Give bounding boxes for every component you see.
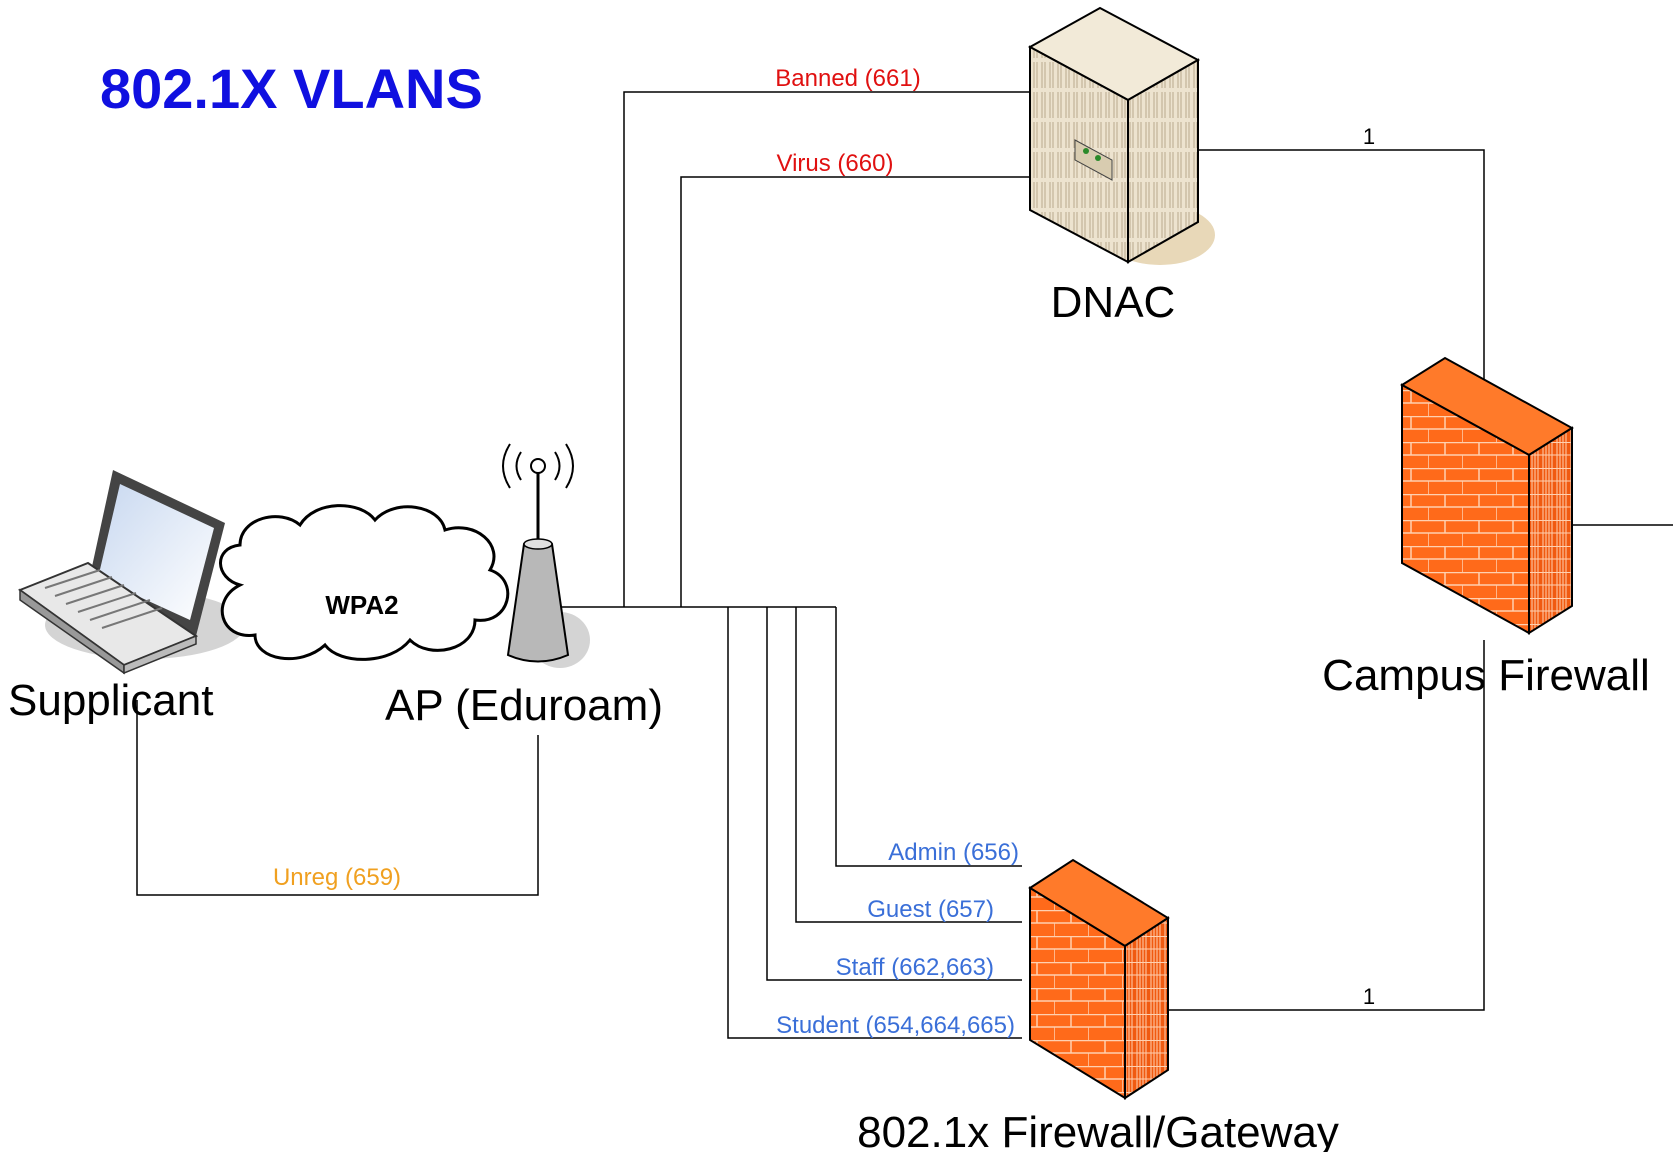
node-label-gateway: 802.1x Firewall/Gateway xyxy=(857,1108,1339,1152)
server-tower-icon xyxy=(1027,6,1215,265)
node-label-dnac: DNAC xyxy=(1051,278,1176,327)
link-label-gateway-campus: 1 xyxy=(1363,984,1375,1009)
laptop-icon xyxy=(17,470,245,675)
vlan-label-staff: Staff (662,663) xyxy=(836,954,994,981)
wireless-access-point-icon xyxy=(502,443,590,668)
vlan-label-guest: Guest (657) xyxy=(867,896,994,923)
node-label-campus-firewall: Campus Firewall xyxy=(1322,651,1650,700)
link-label-dnac-campus: 1 xyxy=(1363,124,1375,149)
wires xyxy=(136,91,1673,1039)
vlan-label-student: Student (654,664,665) xyxy=(776,1012,1015,1039)
diagram-title: 802.1X VLANS xyxy=(100,57,483,120)
vlan-label-admin: Admin (656) xyxy=(888,839,1019,866)
vlan-label-virus: Virus (660) xyxy=(777,150,894,177)
node-label-ap: AP (Eduroam) xyxy=(385,681,663,730)
cloud-label: WPA2 xyxy=(325,590,398,620)
firewall-icon xyxy=(1028,858,1170,1100)
node-label-supplicant: Supplicant xyxy=(8,676,213,725)
vlan-label-banned: Banned (661) xyxy=(775,65,920,92)
firewall-icon xyxy=(1400,356,1574,635)
cloud-icon: WPA2 xyxy=(219,504,510,661)
vlan-label-unreg: Unreg (659) xyxy=(273,864,401,891)
